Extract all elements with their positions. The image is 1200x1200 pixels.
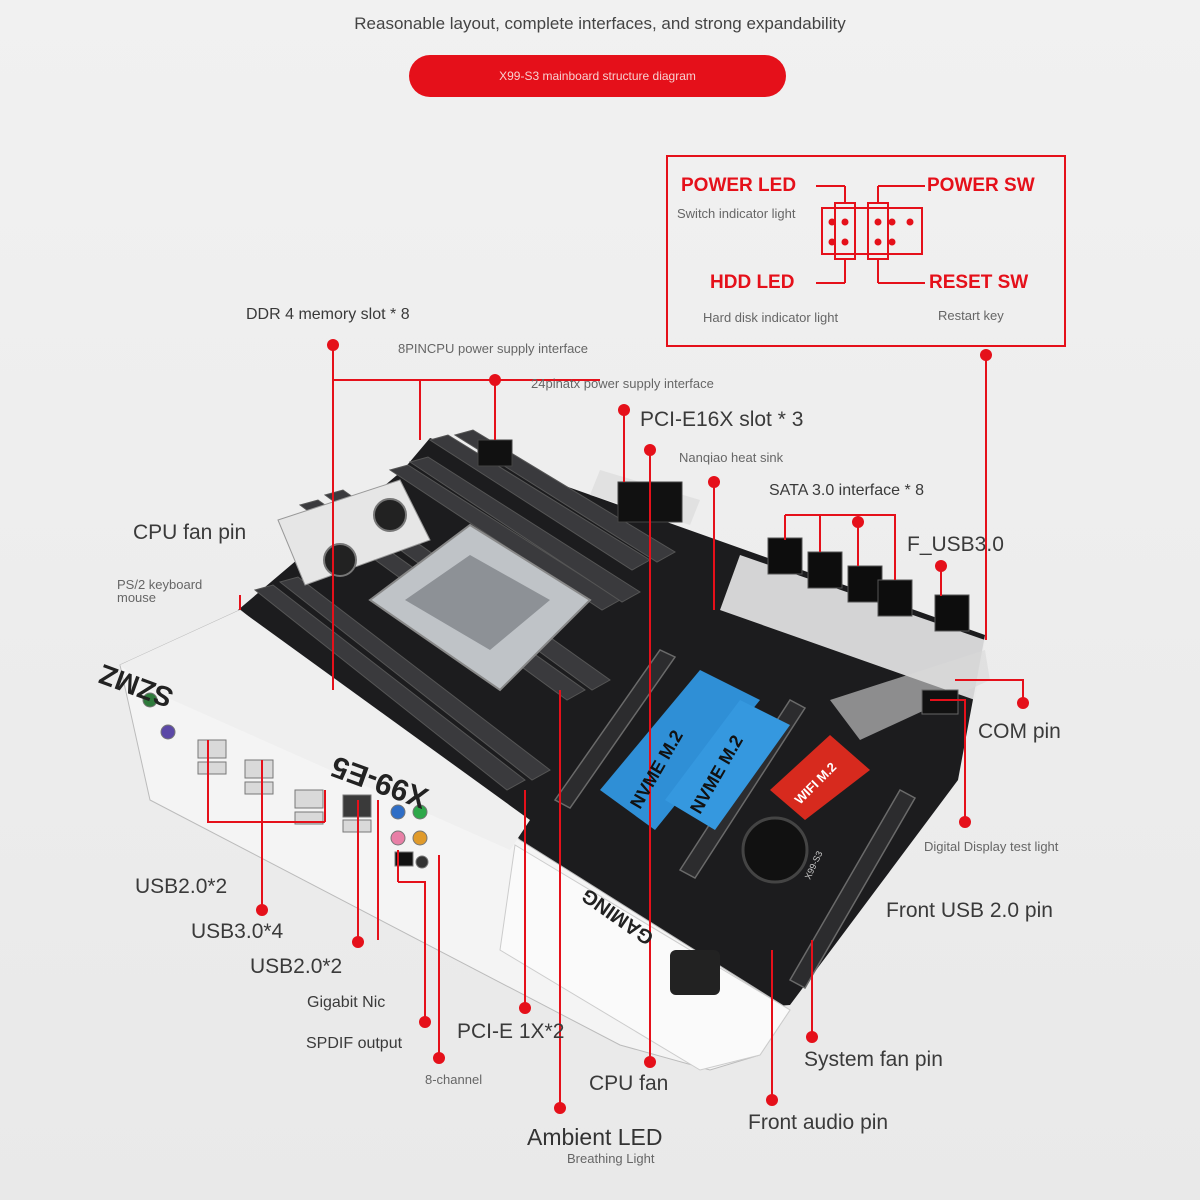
- label-pcie1: PCI-E 1X*2: [457, 1020, 565, 1043]
- label-com: COM pin: [978, 720, 1061, 743]
- label-cpu-fan: CPU fan: [589, 1072, 669, 1095]
- label-ddr4: DDR 4 memory slot * 8: [246, 306, 410, 323]
- power-led-sub: Switch indicator light: [677, 206, 796, 221]
- hdd-led-label: HDD LED: [710, 272, 795, 293]
- front-panel-box: [666, 155, 1066, 347]
- reset-sw-sub: Restart key: [938, 308, 1004, 323]
- nvme-heatsink-1: [600, 670, 760, 830]
- sata-connectors: [767, 537, 970, 632]
- power-sw-label: POWER SW: [927, 175, 1035, 196]
- page-title: Reasonable layout, complete interfaces, …: [354, 14, 846, 33]
- label-ambient-sub: Breathing Light: [567, 1151, 655, 1166]
- nvme-heatsink-2: [665, 700, 790, 830]
- label-sata: SATA 3.0 interface * 8: [769, 482, 925, 499]
- reset-sw-label: RESET SW: [929, 272, 1029, 293]
- label-nanqiao: Nanqiao heat sink: [679, 450, 784, 465]
- hdd-led-sub: Hard disk indicator light: [703, 310, 839, 325]
- cpu8pin-connector: [477, 439, 513, 467]
- label-atx24: 24pinatx power supply interface: [531, 376, 714, 391]
- callout-lines: [207, 345, 1024, 1108]
- label-ambient-led: Ambient LED: [527, 1124, 663, 1150]
- chipset-fan: [741, 816, 809, 884]
- label-ps2: PS/2 keyboard mouse: [117, 577, 203, 605]
- label-spdif: SPDIF output: [306, 1035, 403, 1052]
- led-block: [670, 950, 720, 995]
- label-cpu-fan-pin: CPU fan pin: [133, 521, 247, 544]
- label-front-usb2: Front USB 2.0 pin: [886, 899, 1053, 922]
- label-front-audio: Front audio pin: [748, 1111, 889, 1134]
- label-fusb3: F_USB3.0: [907, 533, 1004, 556]
- label-nic: Gigabit Nic: [307, 994, 386, 1011]
- debug-display: [921, 689, 959, 715]
- io-ports: [142, 692, 429, 869]
- label-pcie16: PCI-E16X slot * 3: [640, 408, 804, 431]
- label-usb2-a: USB2.0*2: [135, 875, 228, 898]
- diagram-banner: X99-S3 mainboard structure diagram: [409, 55, 786, 97]
- label-display: Digital Display test light: [924, 839, 1059, 854]
- label-sys-fan: System fan pin: [804, 1048, 943, 1071]
- label-usb3: USB3.0*4: [191, 920, 284, 943]
- label-usb2-b: USB2.0*2: [250, 955, 343, 978]
- label-cpu8pin: 8PINCPU power supply interface: [398, 341, 589, 356]
- label-8channel: 8-channel: [425, 1072, 483, 1087]
- power-led-label: POWER LED: [681, 175, 797, 196]
- wifi-heatsink: [770, 735, 870, 820]
- front-panel-header: [816, 185, 925, 284]
- header-pins: [828, 218, 914, 246]
- callout-dots: [256, 339, 1029, 1114]
